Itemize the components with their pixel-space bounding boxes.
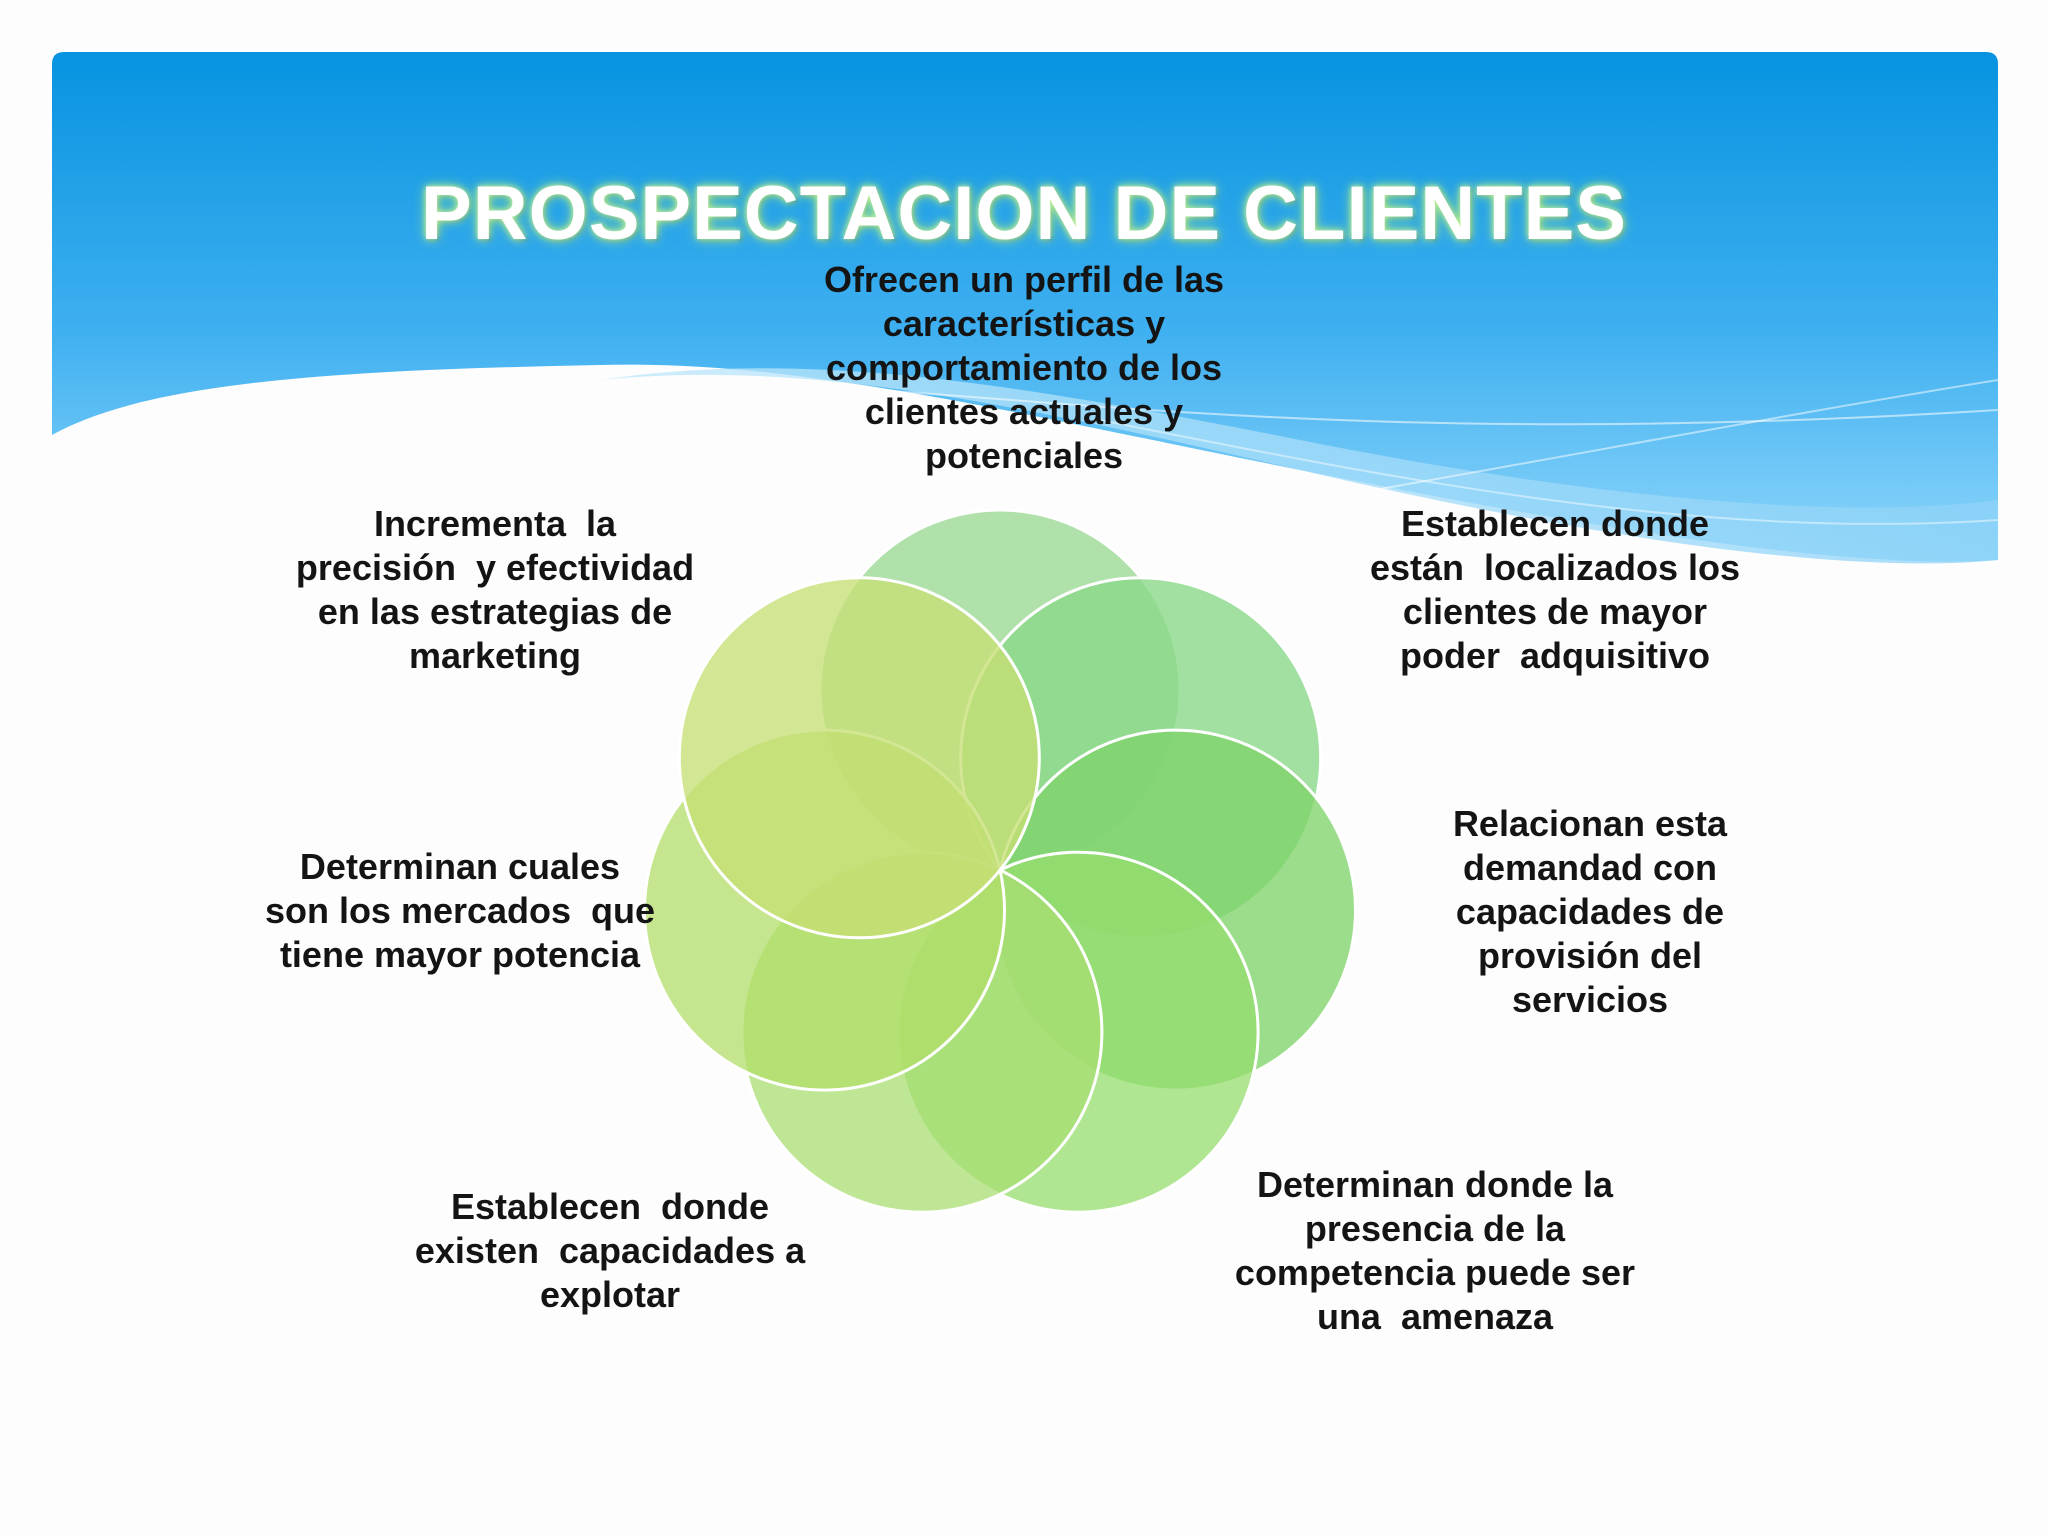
swoosh-line-2 — [1199, 379, 1999, 521]
label-upper-left: Incrementa la precisión y efectividad en… — [295, 503, 695, 676]
swoosh-line-1 — [599, 383, 1999, 426]
label-top: Ofrecen un perfil de las características… — [823, 259, 1225, 476]
petal-circle-7 — [677, 576, 1041, 940]
label-lower-right: Determinan donde la presencia de la comp… — [1234, 1164, 1636, 1337]
label-lower-left: Establecen donde existen capacidades a e… — [414, 1186, 806, 1315]
header-band — [52, 52, 1998, 562]
swoosh-line-3 — [1099, 419, 1999, 525]
label-upper-right: Establecen donde están localizados los c… — [1369, 503, 1741, 676]
label-right: Relacionan esta demandad con capacidades… — [1452, 803, 1728, 1020]
light-wave — [600, 368, 1998, 564]
slide-title: PROSPECTACION DE CLIENTES — [421, 171, 1627, 256]
label-left: Determinan cuales son los mercados que t… — [264, 846, 656, 975]
